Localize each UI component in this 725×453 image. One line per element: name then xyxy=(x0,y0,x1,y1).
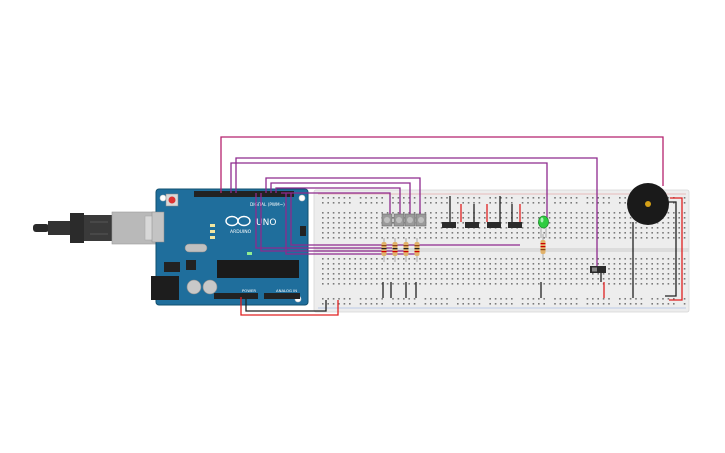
resistor-1 xyxy=(381,238,387,262)
green-led[interactable] xyxy=(538,215,549,238)
pushbutton-2[interactable] xyxy=(393,213,405,227)
piezo-buzzer[interactable] xyxy=(627,183,669,225)
wire-red-5v xyxy=(240,297,339,316)
switch-1[interactable] xyxy=(442,222,456,228)
power-header xyxy=(214,293,258,299)
voltage-regulator xyxy=(164,262,180,272)
wire-purple-res-4 xyxy=(290,193,520,246)
digital-header xyxy=(194,191,294,197)
pushbutton-1[interactable] xyxy=(381,213,393,227)
led-tx xyxy=(210,230,215,233)
wire-black-gnd xyxy=(245,297,327,312)
mounting-hole xyxy=(298,194,306,202)
icsp-header xyxy=(300,226,306,236)
wire-purple-button-1 xyxy=(281,192,391,220)
small-chip xyxy=(186,260,196,270)
resistor-2 xyxy=(392,238,398,262)
power-wires xyxy=(240,297,339,316)
arduino-logo: ARDUINO xyxy=(225,215,252,235)
wire-purple-switch xyxy=(235,157,598,268)
reset-button-cap[interactable] xyxy=(168,196,176,204)
led-l xyxy=(210,224,215,227)
breadboard-jumpers xyxy=(382,196,683,301)
tactile-switches xyxy=(442,222,522,228)
wire-magenta-buzzer xyxy=(220,136,664,193)
led-rx xyxy=(210,236,215,239)
resistor-4 xyxy=(414,238,420,262)
switch-2[interactable] xyxy=(465,222,479,228)
wire-purple-res-2 xyxy=(260,193,404,252)
pushbutton-3[interactable] xyxy=(404,213,416,227)
wire-purple-res-3 xyxy=(285,193,416,255)
capacitor xyxy=(186,279,202,295)
resistor-led xyxy=(540,234,546,260)
slide-switch[interactable] xyxy=(590,266,606,273)
wire-purple-res-1 xyxy=(255,193,392,249)
purple-wires xyxy=(230,157,598,268)
power-jack xyxy=(151,276,179,300)
wire-purple-button-4 xyxy=(265,177,421,220)
pushbuttons xyxy=(381,213,427,227)
analog-header-label: ANALOG IN xyxy=(276,288,297,293)
model-label: UNO xyxy=(256,218,276,228)
brand-label: ARDUINO xyxy=(230,229,252,235)
capacitor xyxy=(202,279,218,295)
switch-3[interactable] xyxy=(487,222,501,228)
crystal xyxy=(184,243,208,253)
atmega-chip xyxy=(217,260,299,278)
arduino-uno-board[interactable]: ARDUINO UNO DIGITAL (PWM~) POWER ANALOG … xyxy=(151,188,309,306)
wire-purple-button-3 xyxy=(270,182,411,220)
digital-header-label: DIGITAL (PWM~) xyxy=(250,202,285,207)
usb-port xyxy=(151,211,165,243)
resistors xyxy=(381,234,546,262)
switch-4[interactable] xyxy=(508,222,522,228)
resistor-3 xyxy=(403,238,409,262)
usb-cable xyxy=(33,211,164,245)
power-header-label: POWER xyxy=(242,288,256,293)
led-on xyxy=(247,252,252,255)
wire-purple-button-2 xyxy=(275,187,401,220)
mounting-hole xyxy=(159,194,167,202)
analog-header xyxy=(264,293,300,299)
wire-purple-led xyxy=(230,162,548,220)
pushbutton-4[interactable] xyxy=(415,213,427,227)
